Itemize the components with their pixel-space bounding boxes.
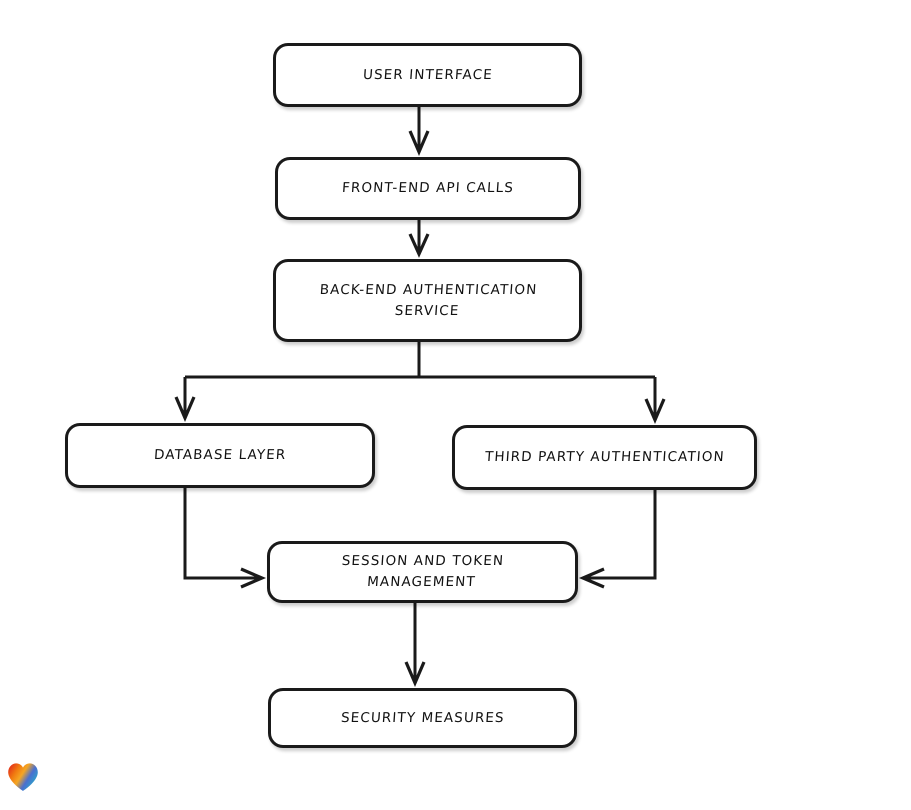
node-label-security-measures: Security Measures <box>340 709 505 726</box>
edge-backend-branch-stem <box>185 342 655 379</box>
node-session-and-token-management[interactable]: Session and Token Management <box>267 541 578 603</box>
node-back-end-authentication-service[interactable]: Back-End Authentication Service <box>273 259 582 342</box>
edge-api-to-backend <box>408 220 430 258</box>
node-label-database-layer: Database Layer <box>153 447 287 464</box>
node-front-end-api-calls[interactable]: Front-End API Calls <box>275 157 581 220</box>
edge-backend-to-database <box>174 377 196 423</box>
edge-ui-to-api <box>408 107 430 157</box>
node-label-front-end-api-calls: Front-End API Calls <box>341 180 515 197</box>
node-third-party-authentication[interactable]: Third Party Authentication <box>452 425 757 490</box>
node-label-user-interface: User Interface <box>362 66 493 83</box>
node-label-third-party-authentication: Third Party Authentication <box>484 449 725 466</box>
edge-thirdparty-to-session <box>578 490 657 589</box>
node-security-measures[interactable]: Security Measures <box>268 688 577 748</box>
edge-session-to-security <box>404 603 426 688</box>
node-user-interface[interactable]: User Interface <box>273 43 582 107</box>
edge-database-to-session <box>183 488 267 589</box>
node-label-back-end-authentication-service: Back-End Authentication Service <box>318 281 538 319</box>
edge-backend-to-thirdparty <box>644 377 666 425</box>
node-database-layer[interactable]: Database Layer <box>65 423 375 488</box>
heart-icon <box>8 763 38 791</box>
node-label-session-and-token-management: Session and Token Management <box>341 553 505 590</box>
